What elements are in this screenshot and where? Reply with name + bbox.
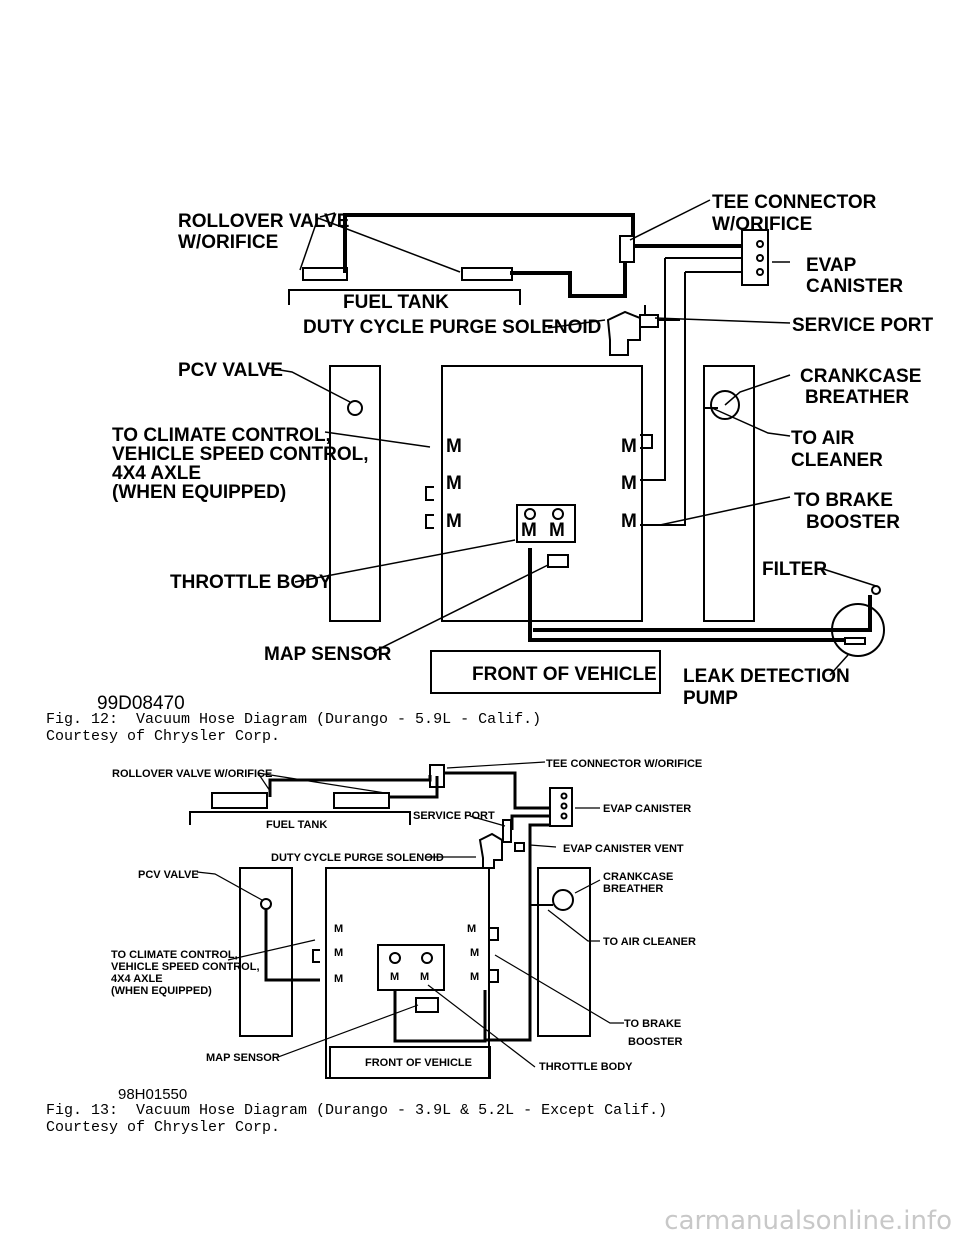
- fig13-right-fender: [537, 867, 591, 1037]
- fig12-brake-label-1: TO BRAKE: [794, 490, 893, 511]
- fig12-rollover-label-2: W/ORIFICE: [178, 232, 278, 253]
- fig13-fuel-tank-outline: [189, 811, 411, 825]
- fig12-map-label: MAP SENSOR: [264, 644, 392, 665]
- fig13-port-m: M: [334, 923, 343, 935]
- fig13-vent: [514, 842, 525, 852]
- fig12-rollover-label-1: ROLLOVER VALVE: [178, 211, 349, 232]
- fig13-left-fender: [239, 867, 293, 1037]
- fig12-front-label: FRONT OF VEHICLE: [472, 664, 657, 685]
- fig13-evap-canister: [549, 787, 573, 827]
- fig13-evap-label: EVAP CANISTER: [603, 803, 691, 815]
- fig12-filter-label: FILTER: [762, 559, 827, 580]
- fig13-front-of-vehicle: [329, 1046, 491, 1079]
- fig13-duty-cycle-label: DUTY CYCLE PURGE SOLENOID: [271, 852, 444, 864]
- fig12-service-label: SERVICE PORT: [792, 315, 934, 336]
- fig13-climate-label-1: TO CLIMATE CONTROL,: [111, 949, 238, 961]
- fig12-fuel-tank-label: FUEL TANK: [343, 292, 449, 313]
- fig13-evap-vent-label: EVAP CANISTER VENT: [563, 843, 684, 855]
- engine-block-fig12: [441, 365, 643, 622]
- fig12-throttle-label: THROTTLE BODY: [170, 572, 332, 593]
- leak-detection-pump: [831, 603, 885, 657]
- fig13-port-m: M: [467, 923, 476, 935]
- fig13-port-m: M: [420, 971, 429, 983]
- fig13-purge-solenoid: [478, 832, 503, 869]
- tank-hose-2: [510, 262, 627, 298]
- fig12-pcv-label: PCV VALVE: [178, 360, 283, 381]
- fig12-tee-label-2: W/ORIFICE: [712, 214, 812, 235]
- fuel-tank-outline: [288, 289, 521, 305]
- fig12-port-m: M: [621, 436, 637, 457]
- fig13-service-label: SERVICE PORT: [413, 810, 495, 822]
- tee-connector: [619, 235, 635, 263]
- fig13-caption: Fig. 13: Vacuum Hose Diagram (Durango - …: [46, 1102, 668, 1119]
- fig12-port-m: M: [446, 511, 462, 532]
- fig12-climate-label-1: TO CLIMATE CONTROL,: [112, 425, 331, 446]
- fig12-climate-label-3: 4X4 AXLE: [112, 463, 201, 484]
- fig12-tee-label-1: TEE CONNECTOR: [712, 192, 877, 213]
- fig13-climate-label-3: 4X4 AXLE: [111, 973, 163, 985]
- fig13-throttle-label: THROTTLE BODY: [539, 1061, 633, 1073]
- fig12-leak-label-1: LEAK DETECTION: [683, 666, 850, 687]
- fig12-port-m: M: [621, 511, 637, 532]
- fig13-port-m: M: [470, 971, 479, 983]
- fig13-climate-label-4: (WHEN EQUIPPED): [111, 985, 212, 997]
- figure-12-diagram: ROLLOVER VALVE W/ORIFICE FUEL TANK DUTY …: [112, 192, 934, 709]
- fig13-tee-connector: [429, 764, 445, 788]
- fig13-rollover-label: ROLLOVER VALVE W/ORIFICE: [112, 768, 272, 780]
- fig13-climate-label-2: VEHICLE SPEED CONTROL,: [111, 961, 260, 973]
- crankcase-breather: [710, 390, 740, 420]
- fig12-crankcase-label-1: CRANKCASE: [800, 366, 921, 387]
- fig13-throttle-box: [377, 944, 445, 991]
- fig12-evap-label-2: CANISTER: [806, 276, 903, 297]
- fig13-crankcase-label-1: CRANKCASE: [603, 871, 673, 883]
- fig12-climate-label-2: VEHICLE SPEED CONTROL,: [112, 444, 369, 465]
- fig13-air-label: TO AIR CLEANER: [603, 936, 696, 948]
- pcv-valve: [347, 400, 363, 416]
- front-of-vehicle-box: [430, 650, 661, 694]
- fig12-port-m: M: [521, 520, 537, 541]
- fig13-port-m: M: [334, 947, 343, 959]
- left-fender: [329, 365, 381, 622]
- fig12-leak-label-2: PUMP: [683, 688, 738, 709]
- fig12-port-m: M: [621, 473, 637, 494]
- fig12-caption: Fig. 12: Vacuum Hose Diagram (Durango - …: [46, 711, 542, 728]
- fig13-rollover-left: [211, 792, 268, 809]
- fig13-id: 98H01550: [118, 1086, 188, 1103]
- fig12-port-m: M: [549, 520, 565, 541]
- fig13-fuel-tank-label: FUEL TANK: [266, 819, 327, 831]
- fig12-brake-label-2: BOOSTER: [806, 512, 900, 533]
- fig12-air-label-2: CLEANER: [791, 450, 883, 471]
- tank-hose: [343, 213, 635, 273]
- fig13-port-m: M: [334, 973, 343, 985]
- fig13-tee-label: TEE CONNECTOR W/ORIFICE: [546, 758, 702, 770]
- fig12-port-m: M: [446, 436, 462, 457]
- fig13-map-label: MAP SENSOR: [206, 1052, 280, 1064]
- fig12-climate-label-4: (WHEN EQUIPPED): [112, 482, 286, 503]
- fig13-rollover-right: [333, 792, 390, 809]
- watermark: carmanualsonline.info: [664, 1206, 952, 1236]
- fig13-front-label: FRONT OF VEHICLE: [365, 1057, 472, 1069]
- fig13-brake-label-1: TO BRAKE: [624, 1018, 681, 1030]
- fig13-map-sensor: [415, 997, 439, 1013]
- fig12-evap-label-1: EVAP: [806, 255, 857, 276]
- fig13-port-m: M: [390, 971, 399, 983]
- fig13-crankcase-breather: [552, 889, 574, 911]
- fig12-air-label-1: TO AIR: [791, 428, 855, 449]
- fig13-port-m: M: [470, 947, 479, 959]
- fig12-courtesy: Courtesy of Chrysler Corp.: [46, 728, 281, 745]
- fig13-crankcase-label-2: BREATHER: [603, 883, 663, 895]
- fig12-crankcase-label-2: BREATHER: [805, 387, 909, 408]
- fig13-pcv-label: PCV VALVE: [138, 869, 199, 881]
- fig12-duty-cycle-label: DUTY CYCLE PURGE SOLENOID: [303, 317, 601, 338]
- purge-solenoid: [606, 310, 641, 356]
- fig12-port-m: M: [446, 473, 462, 494]
- map-sensor-block: [547, 554, 569, 568]
- throttle-body-box: [516, 504, 576, 543]
- rollover-valve-left: [302, 267, 348, 281]
- right-fender: [703, 365, 755, 622]
- fig12-id: 99D08470: [97, 693, 185, 714]
- fig13-courtesy: Courtesy of Chrysler Corp.: [46, 1119, 281, 1136]
- fig13-brake-label-2: BOOSTER: [628, 1036, 682, 1048]
